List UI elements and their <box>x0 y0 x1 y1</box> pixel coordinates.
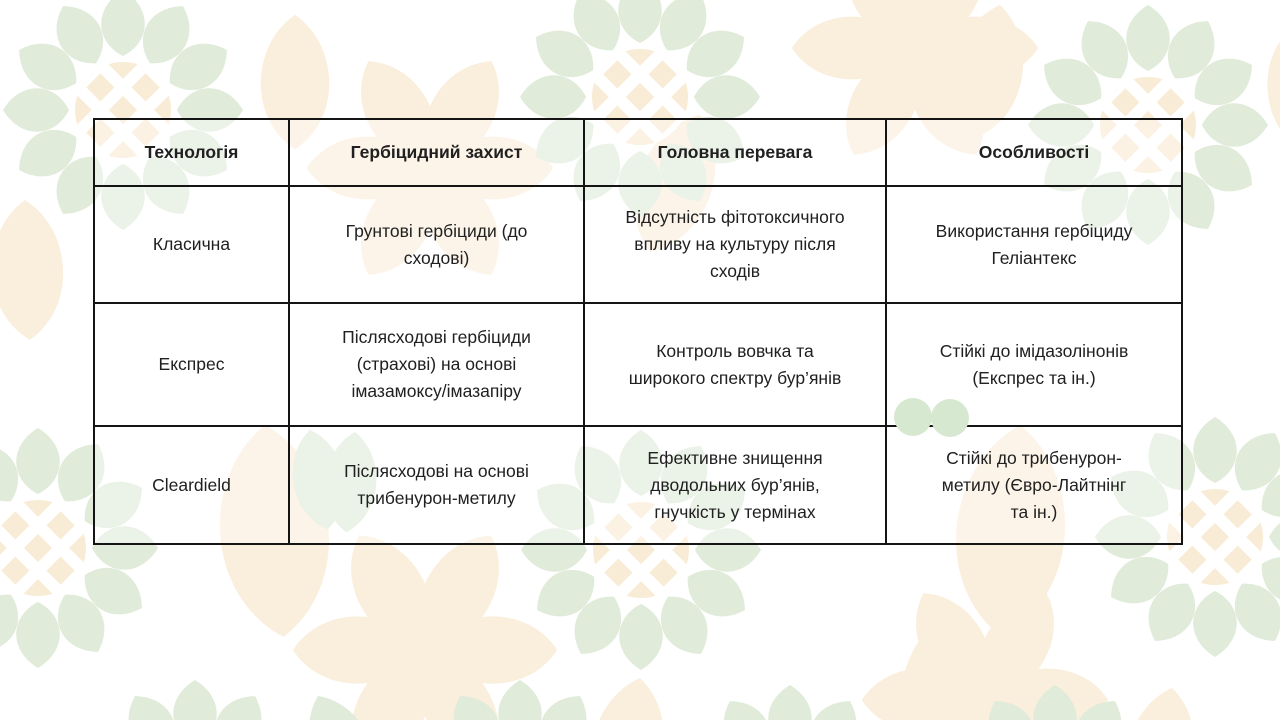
table-row: Класична Грунтові гербіциди (до сходові)… <box>95 185 1181 302</box>
leaf-icon <box>1253 26 1280 168</box>
cell-advantage: Ефективне знищення дводольних бур’янів, … <box>583 427 885 543</box>
berry-dot-icon <box>894 398 932 436</box>
col-header-features: Особливості <box>885 120 1181 185</box>
leaf-icon <box>1117 682 1205 720</box>
col-header-technology: Технологія <box>95 120 288 185</box>
cell-technology: Cleardield <box>95 427 288 543</box>
leaf-icon <box>0 198 66 342</box>
table-row: Cleardield Післясходові на основі трибен… <box>95 425 1181 543</box>
table-header-row: Технологія Гербіцидний захист Головна пе… <box>95 120 1181 185</box>
col-header-herbicide-protection: Гербіцидний захист <box>288 120 583 185</box>
cell-features: Стійкі до трибенурон-метилу (Євро-Лайтні… <box>885 427 1181 543</box>
cell-technology: Експрес <box>95 304 288 425</box>
cell-features: Використання гербіциду Геліантекс <box>885 187 1181 302</box>
cell-protection: Післясходові на основі трибенурон-метилу <box>288 427 583 543</box>
cell-features: Стійкі до імідазолінонів (Експрес та ін.… <box>885 304 1181 425</box>
col-header-main-advantage: Головна перевага <box>583 120 885 185</box>
cell-advantage: Контроль вовчка та широкого спектру бур’… <box>583 304 885 425</box>
cell-protection: Грунтові гербіциди (до сходові) <box>288 187 583 302</box>
berry-dot-icon <box>931 399 969 437</box>
cell-technology: Класична <box>95 187 288 302</box>
cell-protection: Післясходові гербіциди (страхові) на осн… <box>288 304 583 425</box>
cell-advantage: Відсутність фітотоксичного впливу на кул… <box>583 187 885 302</box>
leaf-icon <box>580 671 676 720</box>
table-row: Експрес Післясходові гербіциди (страхові… <box>95 302 1181 425</box>
sunflower-icon <box>75 680 315 720</box>
technology-table: Технологія Гербіцидний захист Головна пе… <box>93 118 1183 545</box>
